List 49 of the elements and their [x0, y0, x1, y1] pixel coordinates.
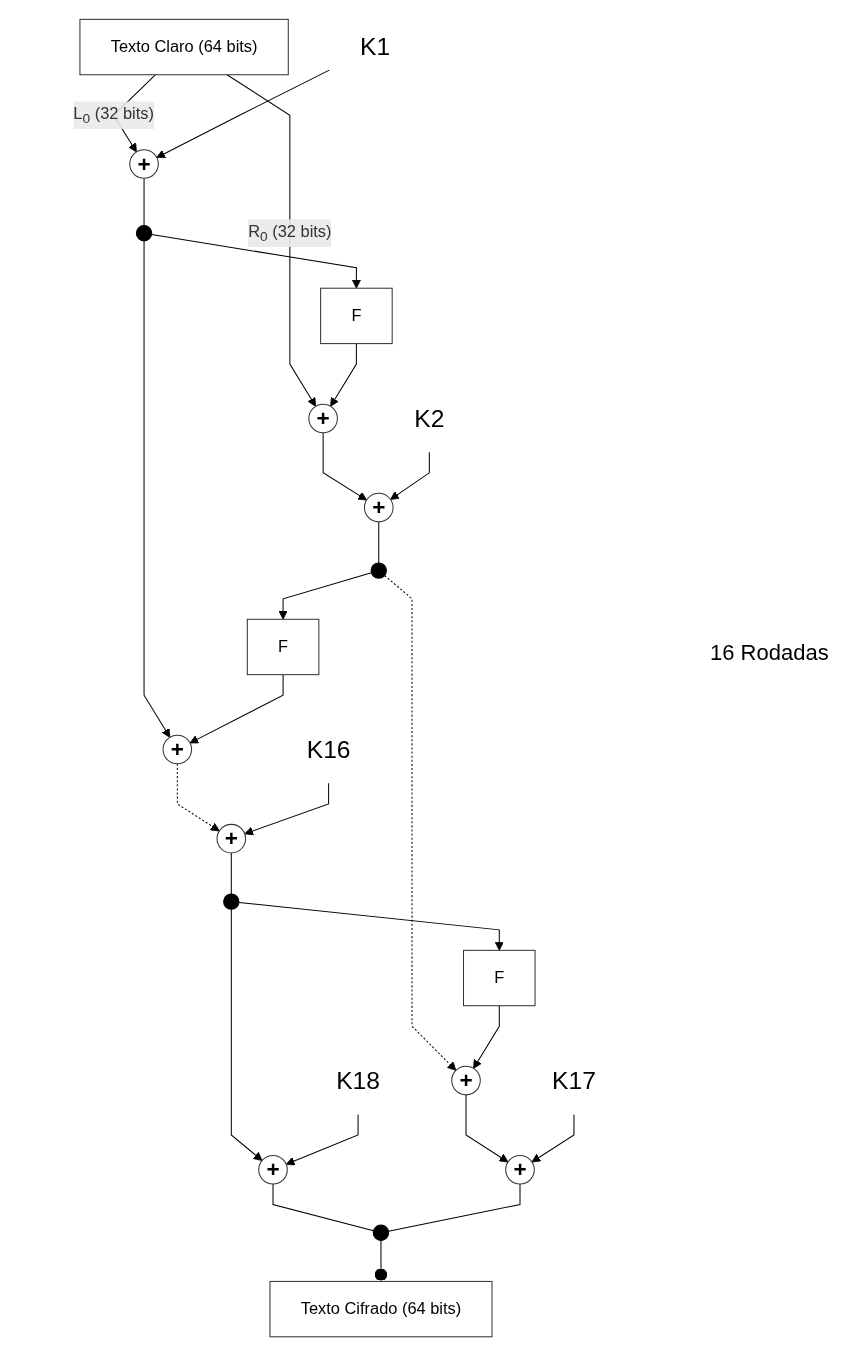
arrow [390, 451, 430, 500]
edge-label: R$_{0}$ (32 bits) [248, 222, 332, 245]
arrow [143, 240, 171, 738]
arrow [151, 234, 361, 289]
arrow [278, 572, 372, 620]
node-circle: + [216, 823, 247, 854]
arrow [244, 782, 330, 836]
connector [143, 177, 145, 227]
arrow [230, 908, 263, 1161]
node-text: K2 [414, 404, 445, 432]
node-circle [372, 1224, 390, 1241]
node-box: Texto Claro (64 bits) [79, 18, 289, 76]
node-circle: + [451, 1065, 481, 1096]
connector [374, 1239, 388, 1282]
node-text: K1 [360, 32, 391, 61]
node-circle: + [363, 492, 394, 523]
node-box: Texto Cifrado (64 bits) [269, 1280, 493, 1338]
rounds-label: 16 Rodadas [710, 640, 830, 666]
node-text: K18 [336, 1066, 380, 1094]
node-box: F [320, 287, 393, 345]
arrow [238, 901, 504, 951]
arrow [226, 74, 317, 407]
node-circle: + [505, 1154, 535, 1185]
arrow [473, 1005, 500, 1069]
arrow [322, 432, 368, 501]
node-circle: + [308, 403, 338, 434]
node-circle [135, 225, 153, 242]
edge-label: L$_{0}$ (32 bits) [73, 104, 154, 127]
node-circle [223, 893, 240, 910]
node-box: F [463, 949, 536, 1007]
node-circle [370, 562, 387, 579]
connector [230, 852, 232, 895]
arrow [384, 575, 457, 1071]
arrow [285, 1113, 359, 1166]
arrow [156, 69, 330, 158]
arrow [330, 343, 357, 407]
connector [388, 1183, 521, 1232]
node-circle: + [258, 1154, 288, 1185]
arrow [465, 1094, 509, 1163]
connector [378, 521, 380, 564]
connector [272, 1183, 375, 1232]
node-box: F [246, 618, 320, 676]
node-circle: + [162, 734, 193, 765]
arrow [189, 674, 284, 744]
node-circle: + [129, 149, 159, 179]
node-text: K16 [306, 735, 351, 763]
arrow [176, 763, 220, 832]
node-text: K17 [552, 1066, 596, 1094]
arrow [531, 1113, 575, 1163]
